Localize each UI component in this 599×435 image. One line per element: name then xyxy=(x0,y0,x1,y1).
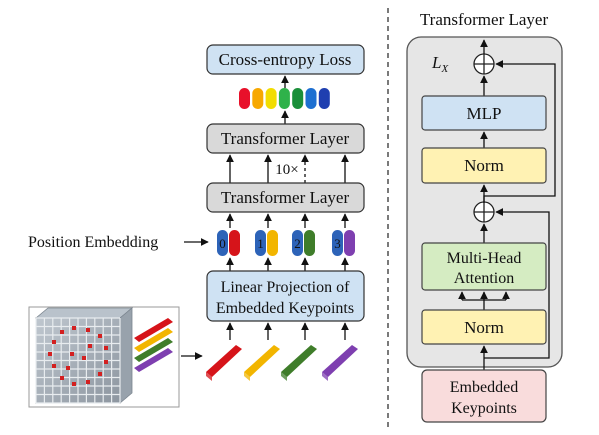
stick-to-projection-arrows xyxy=(226,322,349,340)
projection-line1: Linear Projection of xyxy=(221,279,351,296)
output-token xyxy=(265,88,277,109)
output-token xyxy=(318,88,330,109)
linear-projection-box: Linear Projection of Embedded Keypoints xyxy=(206,270,365,322)
keypoint-volume-image xyxy=(28,306,180,408)
output-token xyxy=(278,88,290,109)
mlp-label: MLP xyxy=(467,104,502,123)
repeat-label: 10× xyxy=(275,162,298,178)
position-index: 1 xyxy=(257,236,264,251)
embedded-keypoint-sticks xyxy=(206,345,358,381)
volume-grid xyxy=(35,317,121,404)
add-node-middle xyxy=(473,201,495,223)
embedded-keypoint-stick xyxy=(322,345,358,377)
position-embedding-token xyxy=(217,230,228,256)
mlp-box: MLP xyxy=(421,95,547,131)
loss-label: Cross-entropy Loss xyxy=(219,50,352,69)
loss-box: Cross-entropy Loss xyxy=(206,44,365,75)
lx-label: LX xyxy=(431,53,449,75)
attention-line1: Multi-Head xyxy=(447,250,522,267)
token-to-layer-arrows xyxy=(226,213,349,228)
volume-keypoints xyxy=(48,326,108,386)
attention-line2: Attention xyxy=(454,270,514,287)
projection-to-token-arrows xyxy=(226,257,349,271)
patch-token xyxy=(229,230,240,256)
input-line2: Keypoints xyxy=(451,400,517,417)
inter-layer-arrows xyxy=(226,154,349,183)
output-token-row xyxy=(239,88,330,109)
input-line1: Embedded xyxy=(450,379,518,396)
add-node-top xyxy=(473,53,495,75)
right-title: Transformer Layer xyxy=(420,10,549,29)
patch-token xyxy=(267,230,278,256)
position-index: 0 xyxy=(219,236,226,251)
output-token xyxy=(292,88,304,109)
transformer-layer-bottom: Transformer Layer xyxy=(206,182,365,213)
norm-top-box: Norm xyxy=(421,147,547,184)
position-embedding-token xyxy=(255,230,266,256)
position-embedding-label: Position Embedding xyxy=(28,234,158,251)
norm-top-label: Norm xyxy=(464,156,504,175)
embedded-keypoint-stick xyxy=(206,345,242,377)
position-index: 3 xyxy=(334,236,341,251)
patch-token xyxy=(304,230,315,256)
multi-head-attention-box: Multi-Head Attention xyxy=(421,242,547,291)
position-token-row: 0 1 2 3 xyxy=(217,230,355,256)
qkv-arrows xyxy=(458,291,510,310)
embedded-keypoints-input-box: Embedded Keypoints xyxy=(421,369,547,423)
output-token xyxy=(252,88,264,109)
residual-connection-top xyxy=(483,60,556,203)
patch-token xyxy=(344,230,355,256)
position-embedding-token xyxy=(292,230,303,256)
projection-line2: Embedded Keypoints xyxy=(216,300,354,317)
norm-bottom-label: Norm xyxy=(464,318,504,337)
output-token xyxy=(305,88,317,109)
embedded-keypoint-stick xyxy=(244,345,280,377)
embedded-keypoint-stick xyxy=(281,345,317,377)
transformer-layer-top-label: Transformer Layer xyxy=(221,129,350,148)
transformer-layer-bottom-label: Transformer Layer xyxy=(221,188,350,207)
position-embedding-token xyxy=(332,230,343,256)
transformer-layer-top: Transformer Layer xyxy=(206,123,365,154)
output-token xyxy=(239,88,250,109)
position-index: 2 xyxy=(294,236,301,251)
norm-bottom-box: Norm xyxy=(421,309,547,345)
residual-connection-bottom xyxy=(484,208,550,359)
